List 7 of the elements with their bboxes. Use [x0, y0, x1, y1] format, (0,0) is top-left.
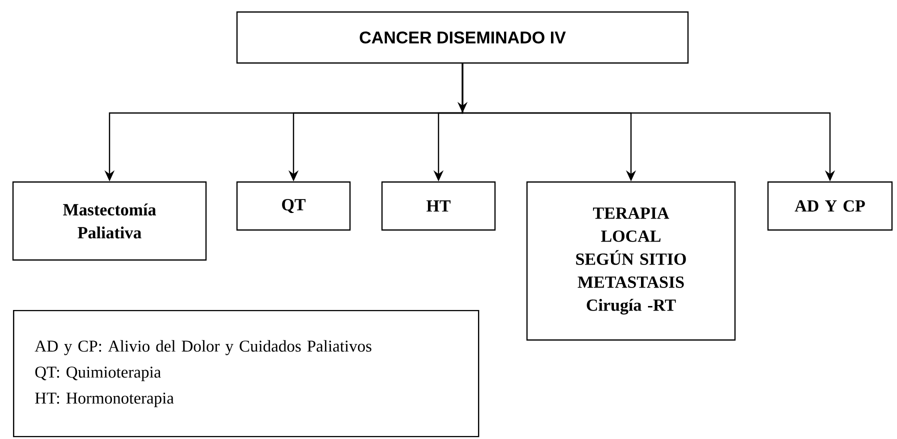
title-box: CANCER DISEMINADO IV: [236, 11, 689, 64]
treatment-box: QT: [236, 181, 351, 231]
treatment-box: HT: [381, 181, 496, 231]
treatment-box: AD Y CP: [767, 181, 893, 231]
treatment-box: TERAPIA LOCAL SEGÚN SITIO METASTASIS Cirugía -RT: [526, 181, 736, 341]
legend-box: AD y CP: Alivio del Dolor y Cuidados Paliativos QT: Quimioterapia HT: Hormonoterapia: [13, 310, 480, 438]
treatment-box: Mastectomía Paliativa: [12, 181, 207, 261]
